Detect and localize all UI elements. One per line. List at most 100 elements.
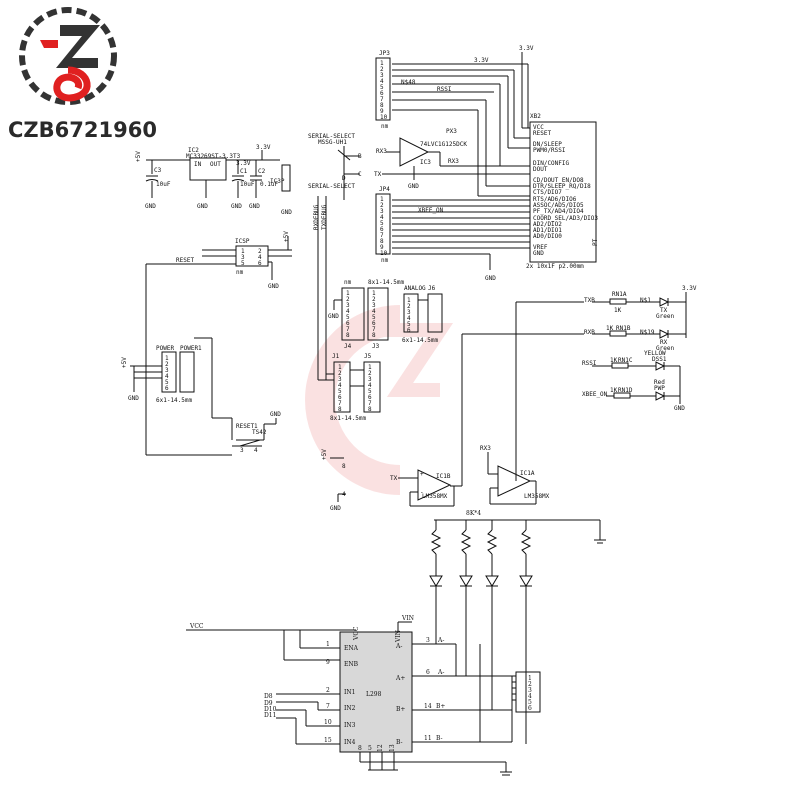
svg-text:J3: J3 xyxy=(372,343,380,350)
analog-pin-number: 4 xyxy=(407,315,411,322)
svg-text:SERIAL-SELECT: SERIAL-SELECT xyxy=(308,183,355,190)
svg-text:VCC: VCC xyxy=(189,623,204,630)
svg-text:IN1: IN1 xyxy=(344,689,355,696)
svg-text:6x1-14.5mm: 6x1-14.5mm xyxy=(156,397,193,404)
analog-pin-number: 2 xyxy=(407,303,411,310)
svg-text:GND: GND xyxy=(408,183,419,190)
svg-text:RXB: RXB xyxy=(584,329,595,336)
svg-text:nm: nm xyxy=(236,269,244,276)
svg-text:1K: 1K xyxy=(614,307,622,314)
svg-text:1K: 1K xyxy=(606,325,614,332)
svg-text:3: 3 xyxy=(426,637,430,644)
jp3-pin-number: 5 xyxy=(380,84,384,91)
svg-text:IN2: IN2 xyxy=(344,705,356,712)
logo-emblem-icon xyxy=(19,7,117,105)
svg-text:RSSI: RSSI xyxy=(582,360,597,367)
svg-text:A+: A+ xyxy=(395,675,405,682)
svg-text:XB2: XB2 xyxy=(530,113,541,120)
j5-pin-number: 5 xyxy=(368,388,372,395)
svg-text:RX: RX xyxy=(660,339,668,346)
svg-text:6: 6 xyxy=(528,705,532,712)
svg-text:B-: B- xyxy=(436,735,443,742)
j5-pin-number: 6 xyxy=(368,394,372,401)
j5-pin-number: 4 xyxy=(368,382,372,389)
jp3-pin-number: 4 xyxy=(380,78,384,85)
svg-text:RX3: RX3 xyxy=(448,158,459,165)
svg-text:+: + xyxy=(420,471,424,478)
svg-text:LM358MX: LM358MX xyxy=(524,493,550,500)
svg-text:C3: C3 xyxy=(154,167,162,174)
svg-text:4: 4 xyxy=(254,447,258,454)
svg-text:DIN/CONFIG: DIN/CONFIG xyxy=(533,160,570,167)
svg-text:IN4: IN4 xyxy=(344,739,356,746)
svg-text:+5V: +5V xyxy=(121,357,128,368)
svg-text:IN: IN xyxy=(194,161,202,168)
svg-text:GND: GND xyxy=(674,405,685,412)
j1-pin-number: 2 xyxy=(338,370,342,377)
svg-text:CD/DOUT_EN/DO8: CD/DOUT_EN/DO8 xyxy=(533,177,584,184)
j1-pin-number: 6 xyxy=(338,394,342,401)
svg-text:B+: B+ xyxy=(436,703,445,710)
j1-pin-number: 8 xyxy=(338,406,342,413)
j4-pin-number: 6 xyxy=(346,320,350,327)
jp4-pin-number: 1 xyxy=(380,196,384,203)
svg-text:3.3V: 3.3V xyxy=(474,57,489,64)
svg-text:B+: B+ xyxy=(396,706,405,713)
svg-text:IN3: IN3 xyxy=(344,722,356,729)
svg-text:10uF: 10uF xyxy=(156,181,171,188)
jp4-pin-number: 7 xyxy=(380,232,384,239)
svg-text:RXDEBUG: RXDEBUG xyxy=(313,204,320,230)
svg-text:VREF: VREF xyxy=(533,244,548,251)
j4-j3-headers: nm 8x1-14.5mm J4 J3 xyxy=(341,279,405,350)
svg-text:A-: A- xyxy=(437,637,444,644)
analog-header: ANALOG J6 6x1-14.5mm xyxy=(402,285,443,344)
analog-pin-number: 3 xyxy=(407,309,411,316)
j4-pin-number: 8 xyxy=(346,332,350,339)
svg-text:nm: nm xyxy=(344,279,352,286)
jp4-pin-number: 9 xyxy=(380,244,384,251)
svg-text:RSSI: RSSI xyxy=(437,86,452,93)
pullup-resistors xyxy=(429,520,533,744)
j5-pin-number: 3 xyxy=(368,376,372,383)
svg-text:GND: GND xyxy=(128,395,139,402)
svg-text:TX: TX xyxy=(374,171,382,178)
svg-text:C1: C1 xyxy=(240,168,248,175)
svg-text:N$19: N$19 xyxy=(640,329,655,336)
power-pin-number: 5 xyxy=(165,379,169,386)
svg-text:TXDEBUG: TXDEBUG xyxy=(321,204,328,230)
svg-text:+5V: +5V xyxy=(283,231,290,242)
svg-text:RX3: RX3 xyxy=(480,445,491,452)
svg-text:PX3: PX3 xyxy=(446,128,457,135)
svg-text:DOUT: DOUT xyxy=(533,166,548,173)
j3-pin-number: 7 xyxy=(372,326,376,333)
svg-text:RESET: RESET xyxy=(533,130,551,137)
jp3-pin-number: 6 xyxy=(380,90,384,97)
svg-text:6: 6 xyxy=(258,260,262,267)
svg-text:ENA: ENA xyxy=(344,645,359,652)
j3-pin-number: 6 xyxy=(372,320,376,327)
tx-led-row: TXB RN1A 1K N$1 TX Green xyxy=(584,291,686,320)
svg-text:RX3: RX3 xyxy=(376,148,387,155)
jp3-pin-number: 8 xyxy=(380,102,384,109)
c1-capacitor: C1 10uF GND xyxy=(231,160,255,210)
svg-text:ICSP: ICSP xyxy=(235,238,250,245)
analog-pin-number: 1 xyxy=(407,297,411,304)
svg-text:GND: GND xyxy=(330,505,341,512)
j4-pin-number: 5 xyxy=(346,314,350,321)
svg-text:D11: D11 xyxy=(264,712,276,719)
svg-text:8: 8 xyxy=(342,463,346,470)
svg-text:XBEE_ON: XBEE_ON xyxy=(418,207,444,214)
svg-text:COORD_SEL/AD3/DIO3: COORD_SEL/AD3/DIO3 xyxy=(533,215,598,222)
svg-text:RN1C: RN1C xyxy=(618,357,633,364)
svg-text:2: 2 xyxy=(326,687,330,694)
svg-text:AD0/DIO0: AD0/DIO0 xyxy=(533,233,562,240)
svg-text:D8: D8 xyxy=(264,693,273,700)
svg-text:GND: GND xyxy=(533,250,544,257)
svg-text:A-: A- xyxy=(395,643,402,650)
svg-text:JP4: JP4 xyxy=(379,186,390,193)
jp3-pin-number: 3 xyxy=(380,72,384,79)
svg-text:Red: Red xyxy=(654,379,665,386)
motor-connector: 12 34 56 xyxy=(515,671,541,713)
svg-text:DTR/SLEEP_RQ/DI8: DTR/SLEEP_RQ/DI8 xyxy=(533,183,591,190)
